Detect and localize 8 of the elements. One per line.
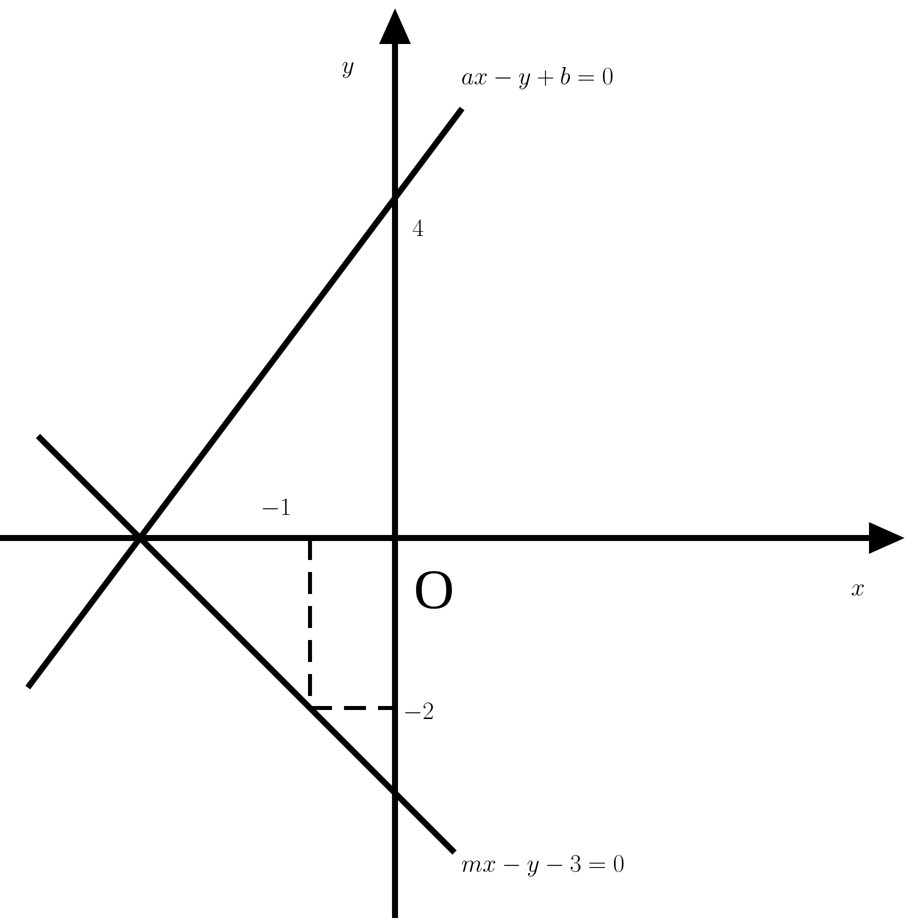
axis-label: $x$ <box>852 584 864 596</box>
tick-label: $-1$ <box>262 498 290 515</box>
line-equation: $ax-y+b=0$ <box>462 66 612 90</box>
axis-label: $y$ <box>342 62 354 78</box>
tick-label: $-2$ <box>405 702 433 719</box>
line-equation: $mx-y-3=0$ <box>462 855 624 877</box>
tick-label: $4$ <box>412 219 424 236</box>
origin-label: O <box>416 571 452 609</box>
